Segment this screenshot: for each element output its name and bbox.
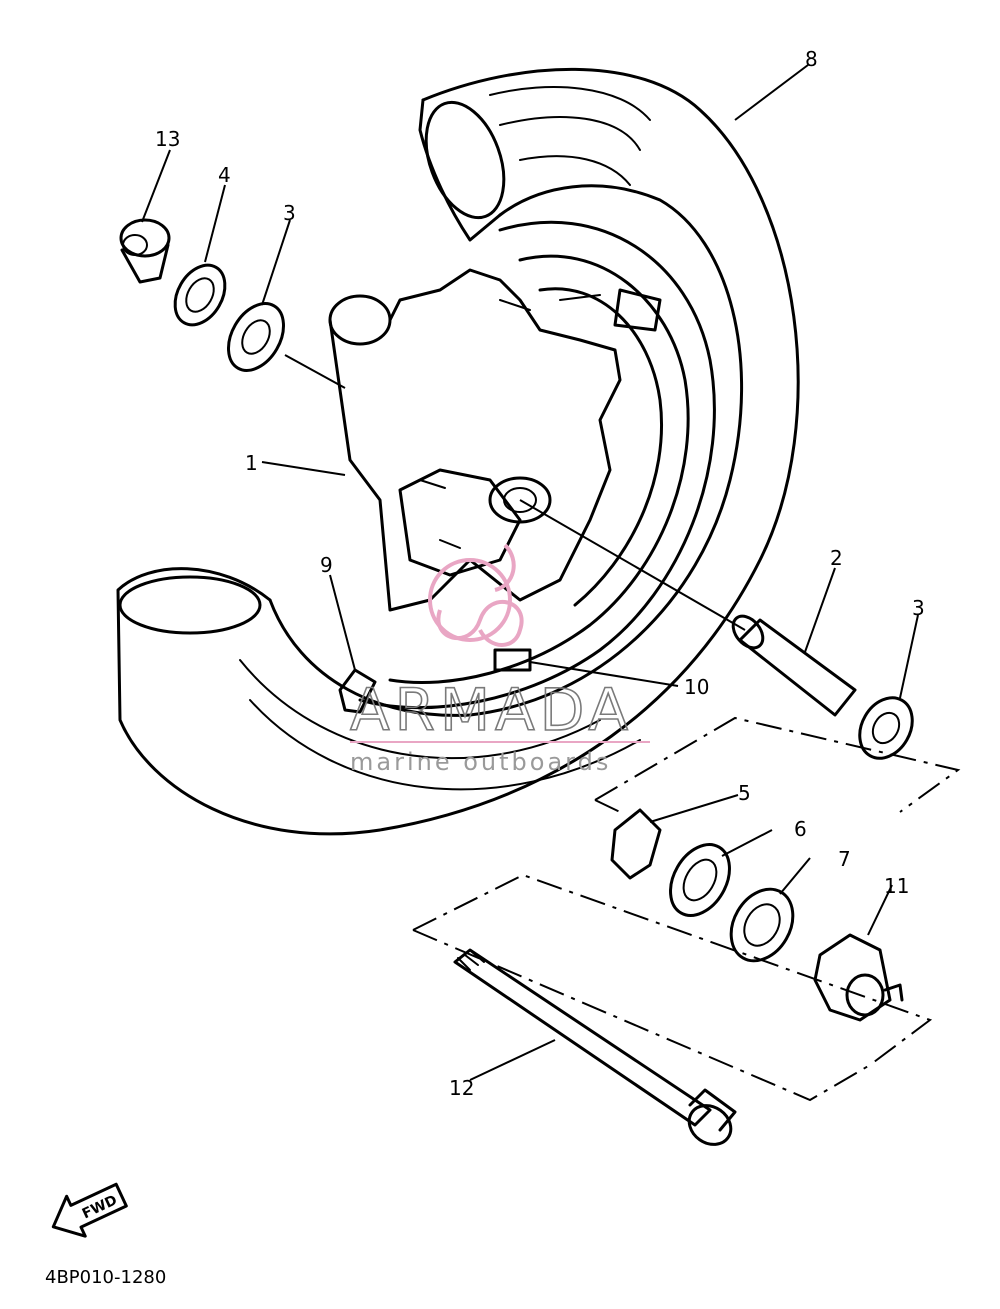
cast-wheel-hub (328, 220, 716, 710)
assembly-brackets (412, 716, 961, 1102)
callout-13: 13 (155, 127, 180, 151)
valve-stem (338, 668, 377, 714)
callout-9: 9 (320, 553, 333, 577)
callout-10: 10 (684, 675, 709, 699)
leader-lines (141, 64, 919, 1081)
callout-3-right: 3 (912, 596, 925, 620)
callout-8: 8 (805, 47, 818, 71)
watermark-logo (428, 543, 524, 647)
callout-12: 12 (449, 1076, 474, 1100)
callout-6: 6 (794, 817, 807, 841)
callout-2: 2 (830, 546, 843, 570)
callout-1: 1 (245, 451, 258, 475)
drawing-code: 4BP010-1280 (45, 1267, 166, 1288)
callout-labels: 1 2 3 3 4 5 6 7 8 9 10 11 12 13 (155, 47, 925, 1100)
callout-5: 5 (738, 781, 751, 805)
bearing-3-right (858, 696, 914, 760)
oil-seal-4 (173, 263, 227, 327)
callout-4: 4 (218, 163, 231, 187)
meter-clutch-5 (610, 808, 662, 880)
watermark-tagline: marine outboards (350, 748, 611, 776)
bearing-3-left (227, 302, 285, 372)
callout-11: 11 (884, 874, 909, 898)
spacer-2 (731, 614, 857, 717)
ring-7 (729, 887, 795, 963)
watermark: ARMADA marine outboards (349, 543, 650, 776)
forward-direction-arrow: FWD (51, 1182, 128, 1238)
watermark-brand: ARMADA (350, 676, 633, 744)
oil-seal-6 (669, 843, 731, 917)
callout-7: 7 (838, 847, 851, 871)
wheel-axle-12 (453, 948, 737, 1146)
speedometer-gear-unit-11 (813, 933, 904, 1022)
collar-13 (119, 218, 171, 284)
callout-3-left: 3 (283, 201, 296, 225)
